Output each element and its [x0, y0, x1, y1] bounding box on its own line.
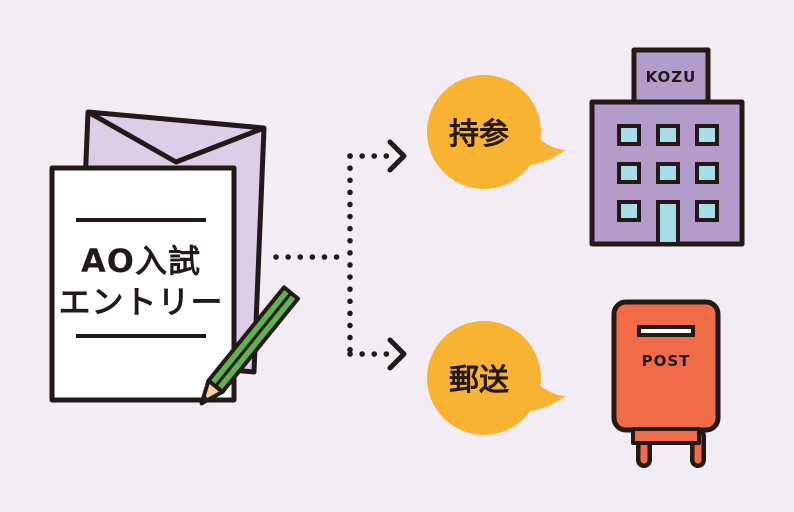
application-document: AO入試 エントリー	[49, 165, 237, 403]
bubble-bring-in: 持参	[427, 75, 566, 189]
arrow-head-top	[387, 139, 407, 173]
bubble-label-mail: 郵送	[449, 363, 509, 398]
building-windows	[617, 124, 719, 222]
building-sign: KOZU	[646, 68, 697, 86]
flow-connector	[273, 153, 397, 357]
postbox-icon: POST	[611, 299, 721, 468]
postbox-label: POST	[642, 352, 691, 370]
pencil-icon	[199, 285, 300, 406]
document-title-line1: AO入試	[81, 242, 201, 280]
school-building-icon: KOZU	[589, 47, 745, 247]
bubble-mail: 郵送	[427, 321, 566, 435]
bubble-label-bring-in: 持参	[449, 117, 509, 152]
arrow-head-bottom	[387, 337, 407, 371]
document-title-line2: エントリー	[58, 283, 223, 321]
building-door	[656, 200, 680, 246]
